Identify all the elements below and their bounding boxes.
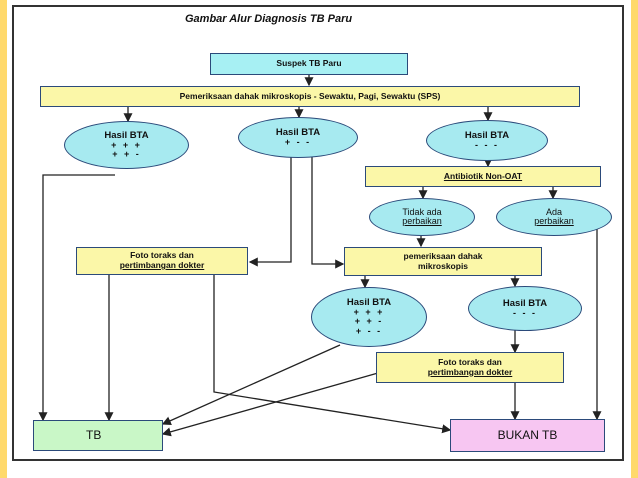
suspek-tb-box: Suspek TB Paru — [210, 53, 408, 75]
pemeriksaan-dahak-line1: pemeriksaan dahak — [403, 250, 483, 261]
right-accent-bar — [631, 0, 638, 478]
bta-result-line: + + + — [353, 306, 385, 317]
foto-toraks-line1: Foto toraks dan — [130, 250, 194, 261]
pemeriksaan-dahak-box: pemeriksaan dahak mikroskopis — [344, 247, 542, 276]
ada-line1: Ada — [545, 206, 562, 217]
antibiotik-non-oat-label: Antibiotik Non-OAT — [443, 170, 523, 181]
suspek-tb-label: Suspek TB Paru — [276, 58, 342, 69]
ada-line2: perbaikan — [534, 216, 574, 226]
tidak-ada-line1: Tidak ada — [402, 206, 442, 217]
sps-examination-box: Pemeriksaan dahak mikroskopis - Sewaktu,… — [40, 86, 580, 107]
bta-result-line: - - - — [513, 307, 537, 318]
foto-toraks-line2: pertimbangan dokter — [427, 366, 513, 377]
hasil-bta-retest-positive-ellipse: Hasil BTA + + + + + - + - - — [311, 287, 427, 347]
hasil-bta-single-positive-ellipse: Hasil BTA + - - — [238, 117, 358, 158]
bta-result-line: + + + — [111, 139, 142, 150]
bta-result-line: + - - — [355, 325, 383, 336]
diagram-title: Gambar Alur Diagnosis TB Paru — [185, 13, 353, 25]
left-accent-bar — [0, 0, 7, 478]
hasil-bta-retest-negative-ellipse: Hasil BTA - - - — [468, 286, 582, 331]
ada-perbaikan-ellipse: Ada perbaikan — [496, 198, 612, 236]
hasil-bta-negative-ellipse: Hasil BTA - - - — [426, 120, 548, 161]
hasil-bta-heading: Hasil BTA — [346, 296, 392, 308]
bta-result-line: + + - — [112, 148, 141, 159]
bta-result-line: + + - — [354, 316, 384, 327]
foto-toraks-box-1: Foto toraks dan pertimbangan dokter — [76, 247, 248, 275]
foto-toraks-line1: Foto toraks dan — [438, 356, 502, 367]
antibiotik-non-oat-box: Antibiotik Non-OAT — [365, 166, 601, 187]
hasil-bta-positive-ellipse: Hasil BTA + + + + + - — [64, 121, 189, 169]
hasil-bta-heading: Hasil BTA — [502, 297, 548, 309]
bta-result-line: - - - — [475, 139, 499, 150]
sps-examination-label: Pemeriksaan dahak mikroskopis - Sewaktu,… — [179, 90, 441, 101]
pemeriksaan-dahak-line2: mikroskopis — [417, 260, 469, 271]
bta-result-line: + - - — [284, 136, 312, 147]
foto-toraks-line2: pertimbangan dokter — [119, 260, 205, 270]
bukan-tb-outcome-box: BUKAN TB — [450, 419, 605, 452]
hasil-bta-heading: Hasil BTA — [464, 129, 510, 141]
hasil-bta-heading: Hasil BTA — [104, 129, 149, 141]
foto-toraks-box-2: Foto toraks dan pertimbangan dokter — [376, 352, 564, 383]
tidak-ada-perbaikan-ellipse: Tidak ada perbaikan — [369, 198, 475, 236]
tb-outcome-box: TB — [33, 420, 163, 451]
tb-outcome-label: TB — [86, 427, 102, 442]
bukan-tb-outcome-label: BUKAN TB — [497, 427, 558, 442]
tidak-ada-line2: perbaikan — [402, 216, 442, 226]
hasil-bta-heading: Hasil BTA — [275, 126, 321, 138]
